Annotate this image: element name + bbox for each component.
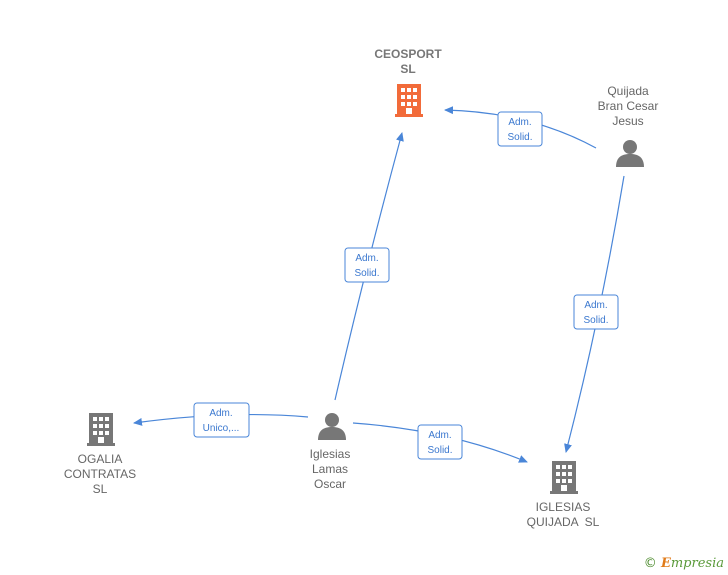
node-iglesias-quijada[interactable]: IGLESIAS QUIJADA SL — [527, 461, 600, 529]
edge-label-quijada-ceosport[interactable]: Adm. Solid. — [497, 111, 543, 147]
node-label-line: Bran Cesar — [598, 99, 659, 113]
node-label-line: CONTRATAS — [64, 467, 136, 481]
copyright-footer: © Empresia — [644, 556, 724, 571]
brand-logo-rest: mpresia — [670, 556, 724, 571]
node-label-line: Oscar — [314, 477, 346, 491]
person-icon — [318, 413, 346, 440]
node-label-line: Lamas — [312, 462, 348, 476]
copyright-symbol: © — [643, 556, 657, 571]
edge-label-line-2: Solid. — [507, 132, 532, 143]
node-label-line: SL — [93, 482, 108, 496]
node-label-line: Jesus — [612, 114, 643, 128]
edge-label-line-2: Unico,... — [203, 423, 240, 434]
node-ogalia[interactable]: OGALIA CONTRATAS SL — [64, 413, 136, 496]
node-label-line: IGLESIAS — [536, 500, 591, 514]
edge-label-line-2: Solid. — [583, 315, 608, 326]
edge-label-iglesias-lamas-ogalia[interactable]: Adm. Unico,... — [193, 402, 250, 438]
brand-logo-initial: E — [660, 556, 671, 571]
edge-label-line-2: Solid. — [354, 268, 379, 279]
node-quijada-bran[interactable]: Quijada Bran Cesar Jesus — [598, 84, 659, 167]
node-label-line: Quijada — [607, 84, 649, 98]
edge-label-line-1: Adm. — [584, 300, 607, 311]
node-label-line: SL — [400, 62, 415, 76]
edge-label-line-1: Adm. — [355, 253, 378, 264]
node-label-line: Iglesias — [310, 447, 351, 461]
building-icon — [550, 461, 578, 494]
building-icon — [395, 84, 423, 117]
node-iglesias-lamas[interactable]: Iglesias Lamas Oscar — [310, 413, 351, 491]
person-icon — [616, 140, 644, 167]
node-ceosport[interactable]: CEOSPORT SL — [374, 47, 442, 117]
edge-label-line-1: Adm. — [508, 117, 531, 128]
node-label-line: OGALIA — [78, 452, 123, 466]
edge-label-iglesias-lamas-iglesias-quijada[interactable]: Adm. Solid. — [417, 424, 463, 460]
edge-labels-layer: Adm. Solid. Adm. Solid. Adm. Solid. Adm.… — [193, 111, 619, 460]
building-icon — [87, 413, 115, 446]
node-label-line: QUIJADA SL — [527, 515, 600, 529]
edge-label-quijada-iglesias-quijada[interactable]: Adm. Solid. — [573, 294, 619, 330]
edge-label-line-2: Solid. — [427, 445, 452, 456]
edge-label-line-1: Adm. — [428, 430, 451, 441]
edge-label-iglesias-lamas-ceosport[interactable]: Adm. Solid. — [344, 247, 390, 283]
node-label-line: CEOSPORT — [374, 47, 442, 61]
edge-label-line-1: Adm. — [209, 408, 232, 419]
